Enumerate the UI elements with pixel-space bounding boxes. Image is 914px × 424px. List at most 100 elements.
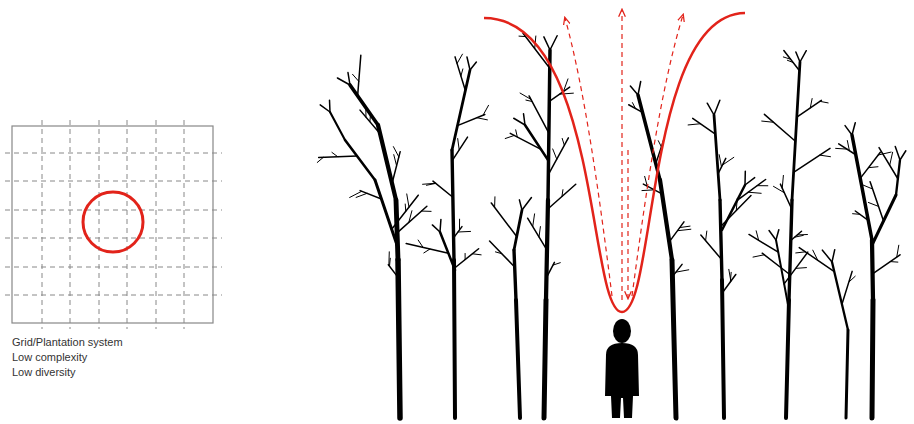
tree-branch [769,231,776,240]
tree-branch [706,231,707,241]
tree-branch [796,252,806,253]
tree-branch [330,112,345,140]
tree-branch [849,276,855,282]
tree-branch [669,222,684,242]
tree-branch [439,219,441,232]
tree-branch [519,36,526,37]
grid-line [127,120,128,329]
tree-branch [539,227,540,237]
tree-branch [421,211,431,212]
tree-branch [457,115,484,126]
tree-branch [348,73,350,85]
tree-branch [658,141,661,147]
airflow-arrows [565,10,683,300]
tree-branch [897,245,899,257]
grid-line [5,238,222,239]
tree-branch [345,140,375,180]
tree-branch [847,141,849,151]
tree-branch [879,148,898,179]
tree-branch [895,146,900,160]
tree-branch [870,182,883,221]
tree-branch [398,260,400,418]
tree-branch [688,124,700,125]
tree-branch [350,191,362,197]
tree-branch [753,255,764,257]
tree-branch [783,57,790,59]
tree-branch [332,152,338,156]
tree-branch [638,95,660,180]
tree-branch [852,123,855,135]
tree-branch [337,78,350,85]
tree-branch [630,86,638,95]
tree-branch [701,235,722,259]
tree-branch [677,229,690,230]
tree-branch [676,270,689,272]
tree-branch [350,85,378,125]
tree-branch [722,280,724,418]
tree-branch [813,250,818,260]
tree-branch [795,235,804,237]
tree-branch [680,226,690,227]
tree-branch [862,185,873,189]
tree-branch [375,180,397,245]
tree-branch [458,139,460,150]
tree-branch [520,93,531,99]
tree-branch [794,148,830,172]
tree-branch [762,121,774,122]
tree-branch [890,152,893,165]
tree-branch [872,195,896,245]
tree-branch [800,51,806,62]
tree-branch [454,260,455,418]
tree-branch [378,125,396,200]
tree-branch [356,193,367,197]
tree-branch [718,158,726,173]
tree-branch [722,274,736,293]
tree-branch [784,252,808,284]
tree-branch [358,55,361,96]
grid-line [70,120,71,329]
tree-branch [820,155,831,157]
tree-branch [454,249,479,269]
grid-line [156,120,157,329]
tree-branch [737,180,765,201]
tree-branch [632,103,635,109]
tree-branch [514,118,525,125]
tree-branch [836,148,847,150]
tree-branch [472,254,481,255]
tree-branch [860,152,880,178]
tree-branch [418,240,423,247]
tree-branch [638,82,641,95]
tree-silhouettes [317,33,906,418]
tree-branch [845,126,852,135]
tree-branch [855,211,868,220]
airflow-arrow [632,15,683,296]
tree-branch [528,218,547,250]
tree-branch [799,248,834,272]
tree-branch [514,210,522,250]
tree-branch [707,103,714,115]
tree-branch [872,240,873,300]
tree-branch [490,241,515,267]
tree-branch [452,150,454,260]
tree-branch [722,157,733,165]
tree-branch [730,272,732,282]
tree-branch [544,300,546,418]
airflow-arrow [627,150,628,298]
caption-group: Grid/Plantation systemLow complexityLow … [12,335,123,380]
tree-branch [523,33,550,68]
tree-branch [810,99,812,108]
grid-line [5,295,222,296]
tree-branch [868,202,878,206]
tree-branch [477,118,487,120]
tree-branch [396,200,398,260]
tree-branch [720,200,722,280]
tree-branch [553,263,560,265]
tree-branch [320,105,330,112]
tree-branch [457,54,462,63]
tree-branch [519,200,522,210]
tree-branch [548,184,576,209]
focus-circle [83,192,143,252]
tree-branch [407,194,409,207]
tree-branch [461,69,463,76]
